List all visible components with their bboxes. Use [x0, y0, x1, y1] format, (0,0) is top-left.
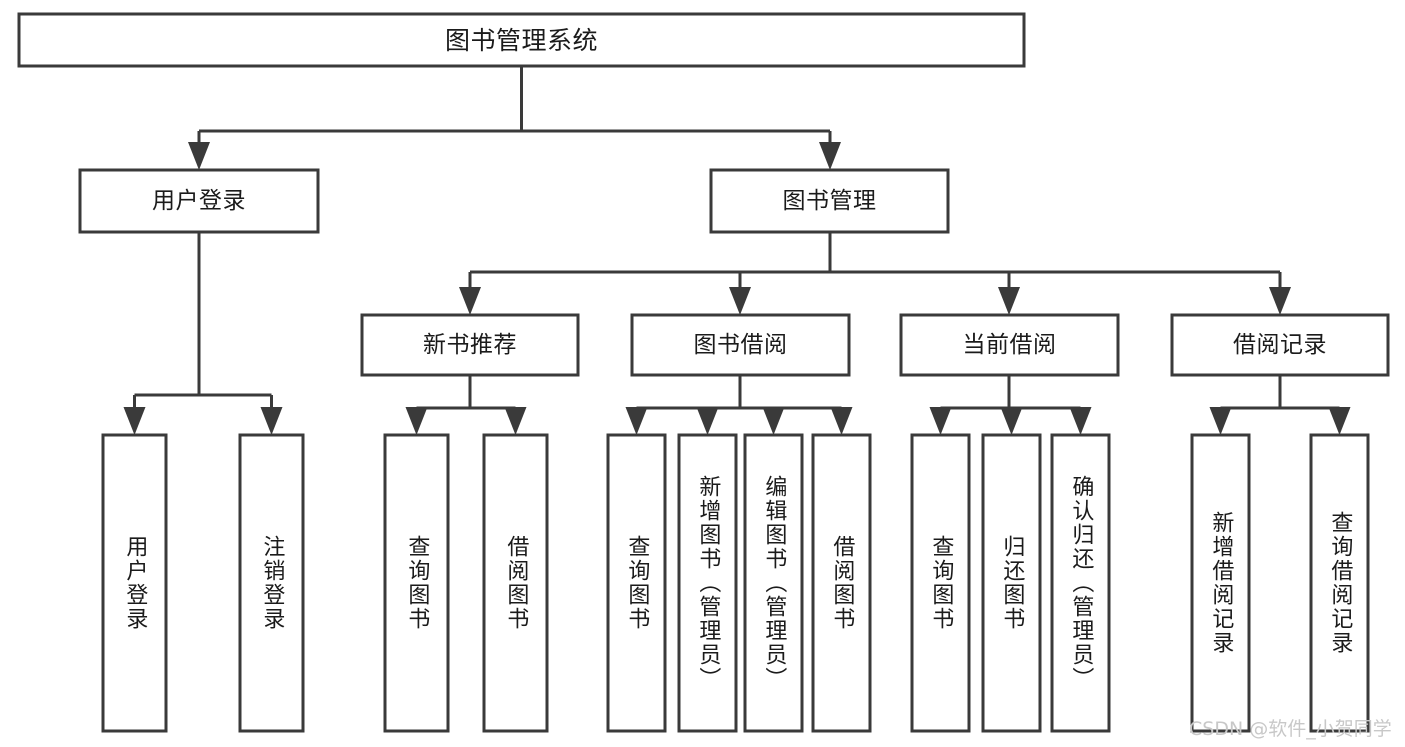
- arrow-head-book-borrow: [729, 287, 751, 315]
- arrow-head-leaf-add-borrow-record: [1209, 407, 1232, 435]
- csdn-watermark: CSDN @软件_小贺同学: [1189, 718, 1392, 740]
- node-user-login[interactable]: [78, 168, 320, 234]
- node-leaf-query-borrow-record[interactable]: [1309, 433, 1370, 733]
- arrow-head-leaf-user-login: [123, 407, 146, 435]
- arrow-head-leaf-borrow-book-rec: [504, 407, 527, 435]
- node-leaf-borrow-book-rec[interactable]: [482, 433, 549, 733]
- node-leaf-query-book-borrow[interactable]: [606, 433, 667, 733]
- arrow-head-leaf-query-borrow-record: [1328, 407, 1351, 435]
- node-leaf-edit-book-admin[interactable]: [743, 433, 804, 733]
- arrow-head-leaf-edit-book-admin: [762, 407, 785, 435]
- connector-group-borrow-record: [1209, 375, 1351, 435]
- arrow-head-leaf-logout-login: [260, 407, 283, 435]
- arrow-head-borrow-record: [1269, 287, 1291, 315]
- arrow-head-leaf-return-book: [1000, 407, 1023, 435]
- node-new-book-recommend[interactable]: [360, 313, 580, 377]
- connector-group-book-management: [459, 232, 1291, 315]
- arrow-head-user-login: [188, 142, 210, 170]
- node-leaf-query-book-cur[interactable]: [910, 433, 971, 733]
- node-borrow-record[interactable]: [1170, 313, 1390, 377]
- arrow-head-leaf-confirm-return-admin: [1069, 407, 1092, 435]
- node-leaf-logout-login[interactable]: [238, 433, 305, 733]
- node-root[interactable]: [17, 12, 1026, 68]
- arrow-head-leaf-query-book-borrow: [625, 407, 648, 435]
- arrow-head-leaf-borrow-book: [830, 407, 853, 435]
- connector-group-current-borrow: [929, 375, 1092, 435]
- node-leaf-confirm-return-admin[interactable]: [1050, 433, 1111, 733]
- connector-group-root: [188, 66, 841, 170]
- node-leaf-borrow-book[interactable]: [811, 433, 872, 733]
- node-leaf-add-book-admin[interactable]: [677, 433, 738, 733]
- arrow-head-new-book-recommend: [459, 287, 481, 315]
- arrow-head-current-borrow: [998, 287, 1020, 315]
- connector-group-new-book-recommend: [405, 375, 527, 435]
- connector-group-book-borrow: [625, 375, 853, 435]
- arrow-head-leaf-query-book-rec: [405, 407, 428, 435]
- node-book-management[interactable]: [709, 168, 950, 234]
- arrow-head-leaf-query-book-cur: [929, 407, 952, 435]
- node-leaf-query-book-rec[interactable]: [383, 433, 450, 733]
- arrow-head-leaf-add-book-admin: [696, 407, 719, 435]
- arrow-head-book-management: [819, 142, 841, 170]
- node-leaf-user-login[interactable]: [101, 433, 168, 733]
- node-leaf-return-book[interactable]: [981, 433, 1042, 733]
- node-leaf-add-borrow-record[interactable]: [1190, 433, 1251, 733]
- connector-group-user-login: [123, 232, 283, 435]
- node-current-borrow[interactable]: [899, 313, 1120, 377]
- node-book-borrow[interactable]: [630, 313, 851, 377]
